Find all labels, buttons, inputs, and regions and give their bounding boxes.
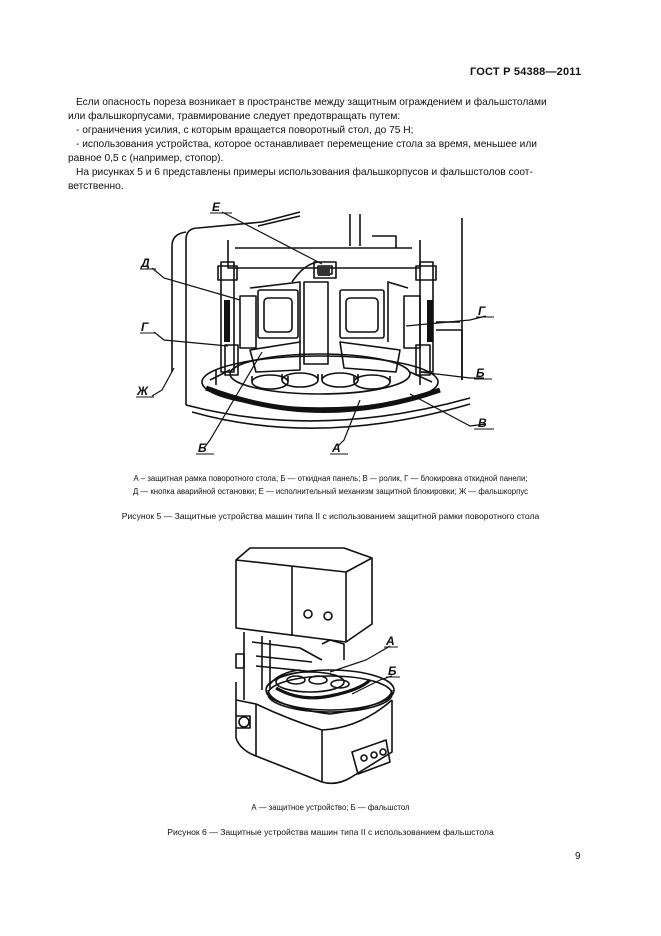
- standard-number: ГОСТ Р 54388—2011: [470, 66, 582, 78]
- figure-6-caption: Рисунок 6 — Защитные устройства машин ти…: [167, 827, 494, 837]
- body-text: Если опасность пореза возникает в простр…: [68, 96, 588, 194]
- fig5-label-zh: Ж: [136, 384, 149, 398]
- figure-5-caption: Рисунок 5 — Защитные устройства машин ти…: [121, 511, 540, 521]
- fig5-label-d: Д: [140, 256, 150, 270]
- fig6-label-b: Б: [388, 664, 397, 678]
- figure-6-drawing: А Б: [235, 547, 400, 785]
- fig5-label-v: В: [478, 416, 487, 430]
- fig5-label-a: А: [331, 441, 341, 455]
- body-line-7: ветственно.: [68, 181, 124, 192]
- body-line-2: или фальшкорпусами, травмирование следуе…: [68, 111, 401, 122]
- page-number: 9: [575, 851, 581, 862]
- body-line-6: На рисунках 5 и 6 представлены примеры и…: [76, 167, 533, 178]
- figure-5-legend: А – защитная рамка поворотного стола; Б …: [0, 472, 661, 498]
- fig5-label-e: Е: [212, 200, 221, 214]
- fig5-label-b-right: Б: [476, 366, 485, 380]
- body-line-1: Если опасность пореза возникает в простр…: [76, 97, 547, 108]
- figure-5-legend-line-2: Д — кнопка аварийной остановки; Е — испо…: [132, 487, 529, 496]
- figure-5-drawing: Е Д Г Г Б Ж Б А В: [136, 200, 494, 455]
- figure-6-legend: А — защитное устройство; Б — фальшстол: [251, 803, 410, 812]
- figure-5-legend-line-1: А – защитная рамка поворотного стола; Б …: [133, 474, 528, 483]
- fig6-label-a: А: [385, 634, 395, 648]
- body-line-4: - использования устройства, которое оста…: [76, 139, 537, 150]
- fig5-label-b-bottom: Б: [198, 441, 207, 455]
- body-line-3: - ограничения усилия, с которым вращаетс…: [76, 125, 414, 136]
- body-line-5: равное 0,5 с (например, стопор).: [68, 153, 224, 164]
- fig5-label-g-right: Г: [478, 304, 486, 318]
- fig5-label-g-left: Г: [141, 320, 149, 334]
